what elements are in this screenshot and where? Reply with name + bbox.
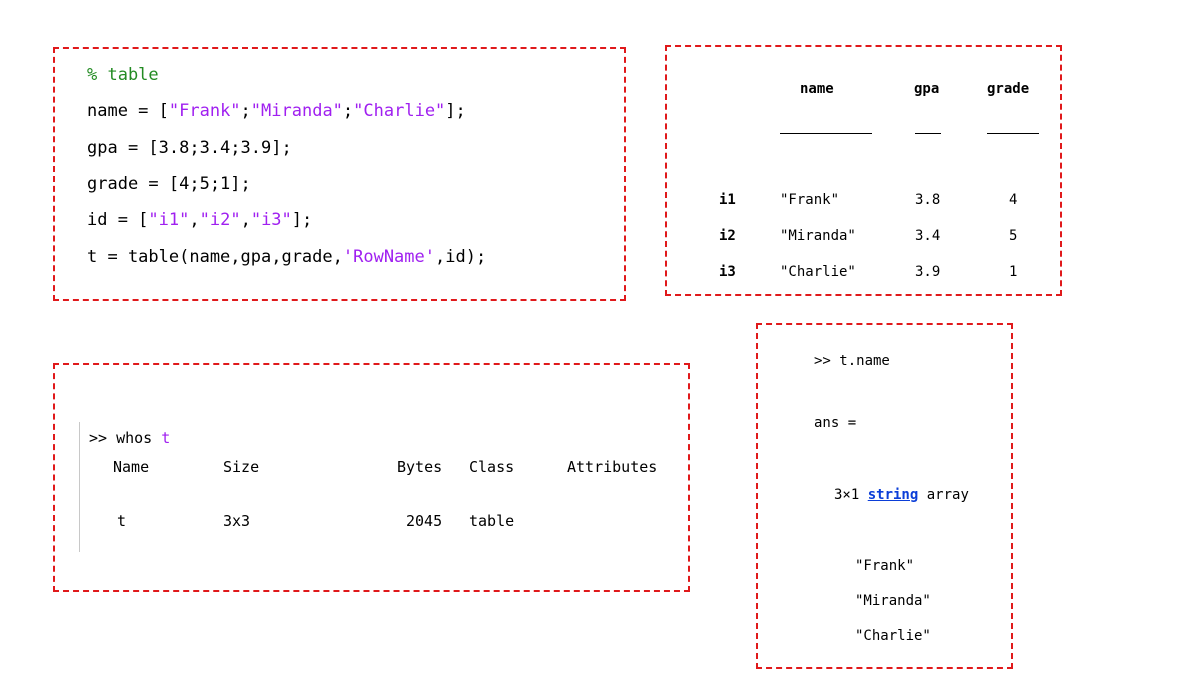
whos-header-attributes: Attributes (567, 458, 658, 476)
code-token: ; (342, 101, 354, 121)
console-gutter-line (79, 422, 80, 552)
code-token: ; (240, 101, 251, 121)
code-token: id = [ (87, 210, 149, 230)
whos-header-name: Name (113, 458, 150, 476)
code-line[interactable]: grade = [4;5;1]; (87, 174, 251, 194)
code-line[interactable]: t = table(name,gpa,grade,'RowName',id); (87, 247, 486, 267)
whos-cell-size: 3x3 (223, 512, 251, 530)
array-word: array (918, 487, 969, 503)
array-dims: 3×1 (834, 487, 868, 503)
array-value: "Charlie" (855, 628, 931, 644)
code-line[interactable]: % table (87, 65, 159, 85)
name-output-panel: >> t.name ans = 3×1 string array "Frank"… (756, 323, 1013, 669)
code-token: , (240, 210, 251, 230)
header-underline (987, 133, 1039, 134)
array-value: "Frank" (855, 558, 915, 574)
code-token: grade = [4;5;1]; (87, 174, 251, 194)
code-string: "Charlie" (353, 101, 446, 121)
string-doc-link[interactable]: string (867, 487, 919, 503)
code-token: name = [ (87, 101, 169, 121)
whos-header-bytes: Bytes (397, 458, 443, 476)
code-comment: % table (87, 65, 159, 85)
whos-header-class: Class (469, 458, 515, 476)
row-name: i3 (719, 264, 736, 280)
table-cell: 3.9 (915, 264, 941, 280)
code-token: ,id); (435, 247, 487, 267)
code-string: "Frank" (168, 101, 241, 121)
code-token: ]; (291, 210, 313, 230)
column-header-grade: grade (987, 81, 1030, 97)
row-name: i2 (719, 228, 736, 244)
whos-cell-name: t (117, 512, 127, 530)
table-output-panel: name gpa grade i1 "Frank" 3.8 4 i2 "Mira… (665, 45, 1062, 296)
table-cell: 5 (1009, 228, 1018, 244)
array-description: 3×1 string array (834, 487, 969, 503)
command-argument: t (161, 429, 171, 447)
table-cell: "Charlie" (780, 264, 856, 280)
table-cell: 3.4 (915, 228, 941, 244)
table-cell: 1 (1009, 264, 1018, 280)
table-cell: 4 (1009, 192, 1018, 208)
header-underline (915, 133, 941, 134)
whos-header-size: Size (223, 458, 260, 476)
header-underline (780, 133, 872, 134)
column-header-gpa: gpa (914, 81, 940, 97)
code-string: "i1" (148, 210, 190, 230)
column-header-name: name (800, 81, 834, 97)
whos-cell-class: table (469, 512, 515, 530)
code-token: ]; (445, 101, 466, 121)
code-string: "i3" (250, 210, 292, 230)
table-cell: "Frank" (780, 192, 840, 208)
code-line[interactable]: gpa = [3.8;3.4;3.9]; (87, 138, 292, 158)
command-line: >> t.name (814, 353, 890, 369)
row-name: i1 (719, 192, 736, 208)
command-line: >> whos t (89, 429, 170, 447)
prompt-text: >> whos (89, 429, 162, 447)
table-cell: 3.8 (915, 192, 941, 208)
table-cell: "Miranda" (780, 228, 856, 244)
code-token: t = table(name,gpa,grade, (87, 247, 343, 267)
array-value: "Miranda" (855, 593, 931, 609)
code-string: "Miranda" (250, 101, 343, 121)
whos-output-panel: >> whos t Name Size Bytes Class Attribut… (53, 363, 690, 592)
code-line[interactable]: id = ["i1","i2","i3"]; (87, 210, 312, 230)
code-token: , (189, 210, 200, 230)
code-string: 'RowName' (342, 247, 435, 267)
code-token: gpa = [3.8;3.4;3.9]; (87, 138, 292, 158)
code-string: "i2" (199, 210, 241, 230)
whos-cell-bytes: 2045 (406, 512, 443, 530)
ans-label: ans = (814, 415, 857, 431)
code-line[interactable]: name = ["Frank";"Miranda";"Charlie"]; (87, 101, 466, 121)
